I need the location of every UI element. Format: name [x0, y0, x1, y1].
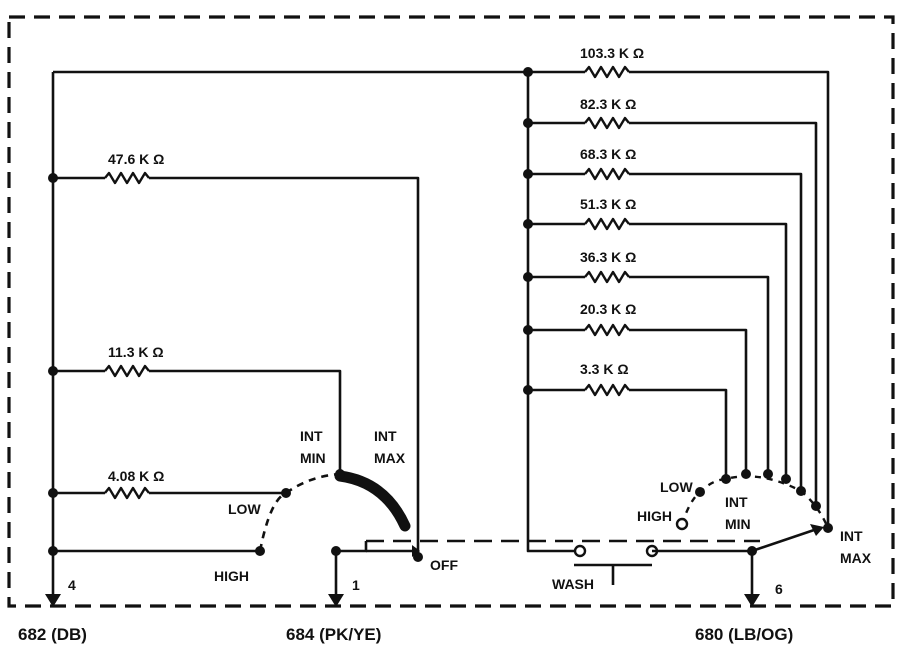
- arrow-icon: [412, 545, 420, 557]
- resistor-label: 11.3 K Ω: [108, 344, 164, 360]
- resistor-36k3: [528, 270, 770, 474]
- resistor-label: 82.3 K Ω: [580, 96, 636, 112]
- junction-dot: [48, 546, 58, 556]
- int-max-contact: [400, 521, 410, 531]
- high-contact: [255, 546, 265, 556]
- high-label: HIGH: [214, 568, 249, 584]
- int-min-label-top: INT: [725, 494, 748, 510]
- off-contact: [413, 552, 423, 562]
- wash-label: WASH: [552, 576, 594, 592]
- int-contact: [781, 474, 791, 484]
- junction-dot: [523, 325, 533, 335]
- int-min-contact: [335, 469, 345, 479]
- pin4-arrow-icon: [45, 594, 61, 607]
- int-contact: [763, 469, 773, 479]
- pin-1-label: 1: [352, 577, 360, 593]
- resistor-82k3: [528, 116, 818, 506]
- off-label: OFF: [430, 557, 458, 573]
- low-label: LOW: [228, 501, 261, 517]
- connector-680-label: 680 (LB/OG): [695, 625, 793, 644]
- resistor-label: 36.3 K Ω: [580, 249, 636, 265]
- junction-dot: [523, 385, 533, 395]
- resistor-label: 51.3 K Ω: [580, 196, 636, 212]
- int-contact: [796, 486, 806, 496]
- resistor-11k3: [53, 364, 342, 474]
- pin6-arrow-icon: [744, 594, 760, 607]
- junction-dot: [523, 219, 533, 229]
- pin1-arrow-icon: [328, 594, 344, 607]
- resistor-4k08: [53, 486, 286, 500]
- resistor-3k3: [528, 383, 728, 479]
- int-max-label-top: INT: [374, 428, 397, 444]
- low-label: LOW: [660, 479, 693, 495]
- int-max-contact: [823, 523, 833, 533]
- resistor-51k3: [528, 217, 788, 479]
- component-boundary: [7, 15, 895, 608]
- resistor-103k3: [528, 65, 830, 528]
- junction-dot: [523, 169, 533, 179]
- resistor-label: 3.3 K Ω: [580, 361, 629, 377]
- high-contact: [675, 517, 689, 531]
- int-max-label-top: INT: [840, 528, 863, 544]
- low-contact: [281, 488, 291, 498]
- low-contact: [695, 487, 705, 497]
- pin-4-label: 4: [68, 577, 76, 593]
- int-contact: [741, 469, 751, 479]
- high-label: HIGH: [637, 508, 672, 524]
- resistor-label: 20.3 K Ω: [580, 301, 636, 317]
- junction-dot: [523, 272, 533, 282]
- int-min-label-bottom: MIN: [725, 516, 751, 532]
- resistor-label: 4.08 K Ω: [108, 468, 164, 484]
- int-max-label-bottom: MAX: [840, 550, 872, 566]
- int-contact: [721, 474, 731, 484]
- arrow-icon: [810, 524, 824, 536]
- resistor-47k6: [53, 171, 420, 558]
- resistor-label: 47.6 K Ω: [108, 151, 164, 167]
- left-switch-arc: [258, 491, 287, 552]
- resistor-label: 103.3 K Ω: [580, 45, 644, 61]
- left-switch-arc: [285, 472, 341, 495]
- right-bus-wire: [526, 72, 580, 553]
- junction-dot: [48, 366, 58, 376]
- resistor-20k3: [528, 323, 748, 474]
- pin-6-label: 6: [775, 581, 783, 597]
- connector-682-label: 682 (DB): [18, 625, 87, 644]
- right-wiper-arm: [751, 526, 821, 553]
- junction-dot: [48, 488, 58, 498]
- right-switch-arc: [680, 475, 830, 529]
- junction-dot: [523, 67, 533, 77]
- int-min-label-top: INT: [300, 428, 323, 444]
- int-min-label-bottom: MIN: [300, 450, 326, 466]
- wash-contact: [573, 544, 587, 558]
- junction-dot: [48, 173, 58, 183]
- int-contact: [811, 501, 821, 511]
- resistor-label: 68.3 K Ω: [580, 146, 636, 162]
- junction-dot: [523, 118, 533, 128]
- connector-684-label: 684 (PK/YE): [286, 625, 381, 644]
- int-max-label-bottom: MAX: [374, 450, 406, 466]
- int-range-band: [334, 470, 411, 532]
- resistor-68k3: [528, 167, 803, 491]
